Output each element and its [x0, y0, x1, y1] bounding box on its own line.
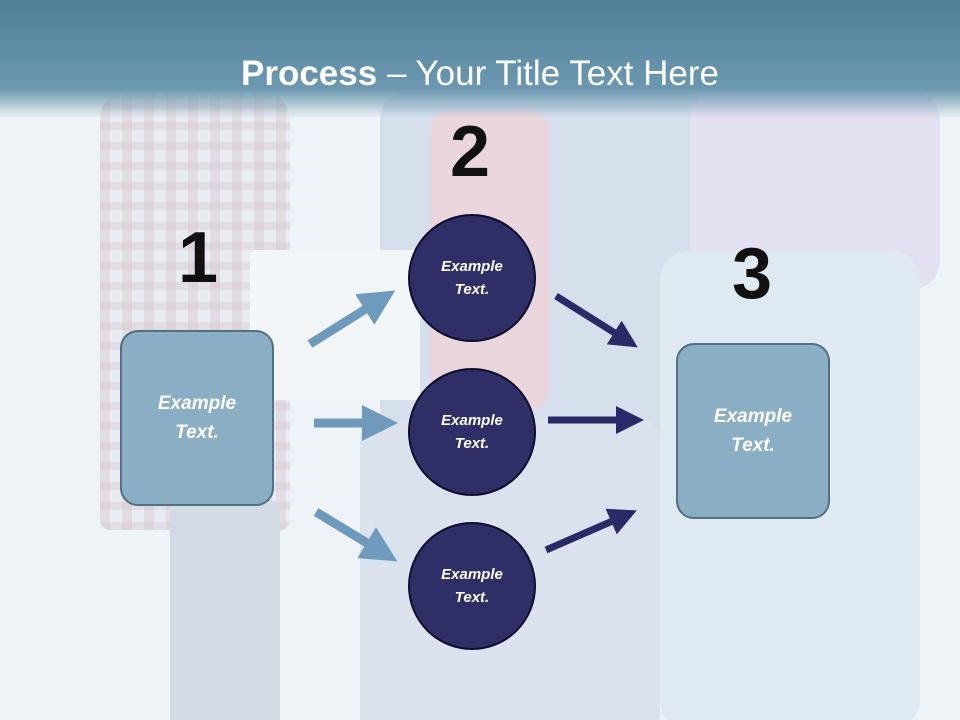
step-number-2: 2 — [450, 112, 491, 192]
circle-middle[interactable]: Example Text. — [408, 368, 536, 496]
arrow-right-top — [554, 293, 638, 348]
title-rest: – Your Title Text Here — [377, 54, 719, 93]
step-number-1: 1 — [178, 218, 219, 298]
arrow-left-top — [307, 290, 396, 348]
arrow-left-bottom — [313, 508, 398, 562]
title-banner — [0, 0, 960, 118]
left-text-box[interactable]: Example Text. — [120, 330, 274, 506]
right-text-box[interactable]: Example Text. — [676, 343, 830, 519]
title-bold: Process — [241, 54, 378, 93]
slide-title: Process – Your Title Text Here — [0, 52, 960, 96]
circle-bottom[interactable]: Example Text. — [408, 522, 536, 650]
step-number-3: 3 — [732, 234, 773, 314]
arrow-right-bottom — [544, 508, 637, 554]
circle-top[interactable]: Example Text. — [408, 214, 536, 342]
